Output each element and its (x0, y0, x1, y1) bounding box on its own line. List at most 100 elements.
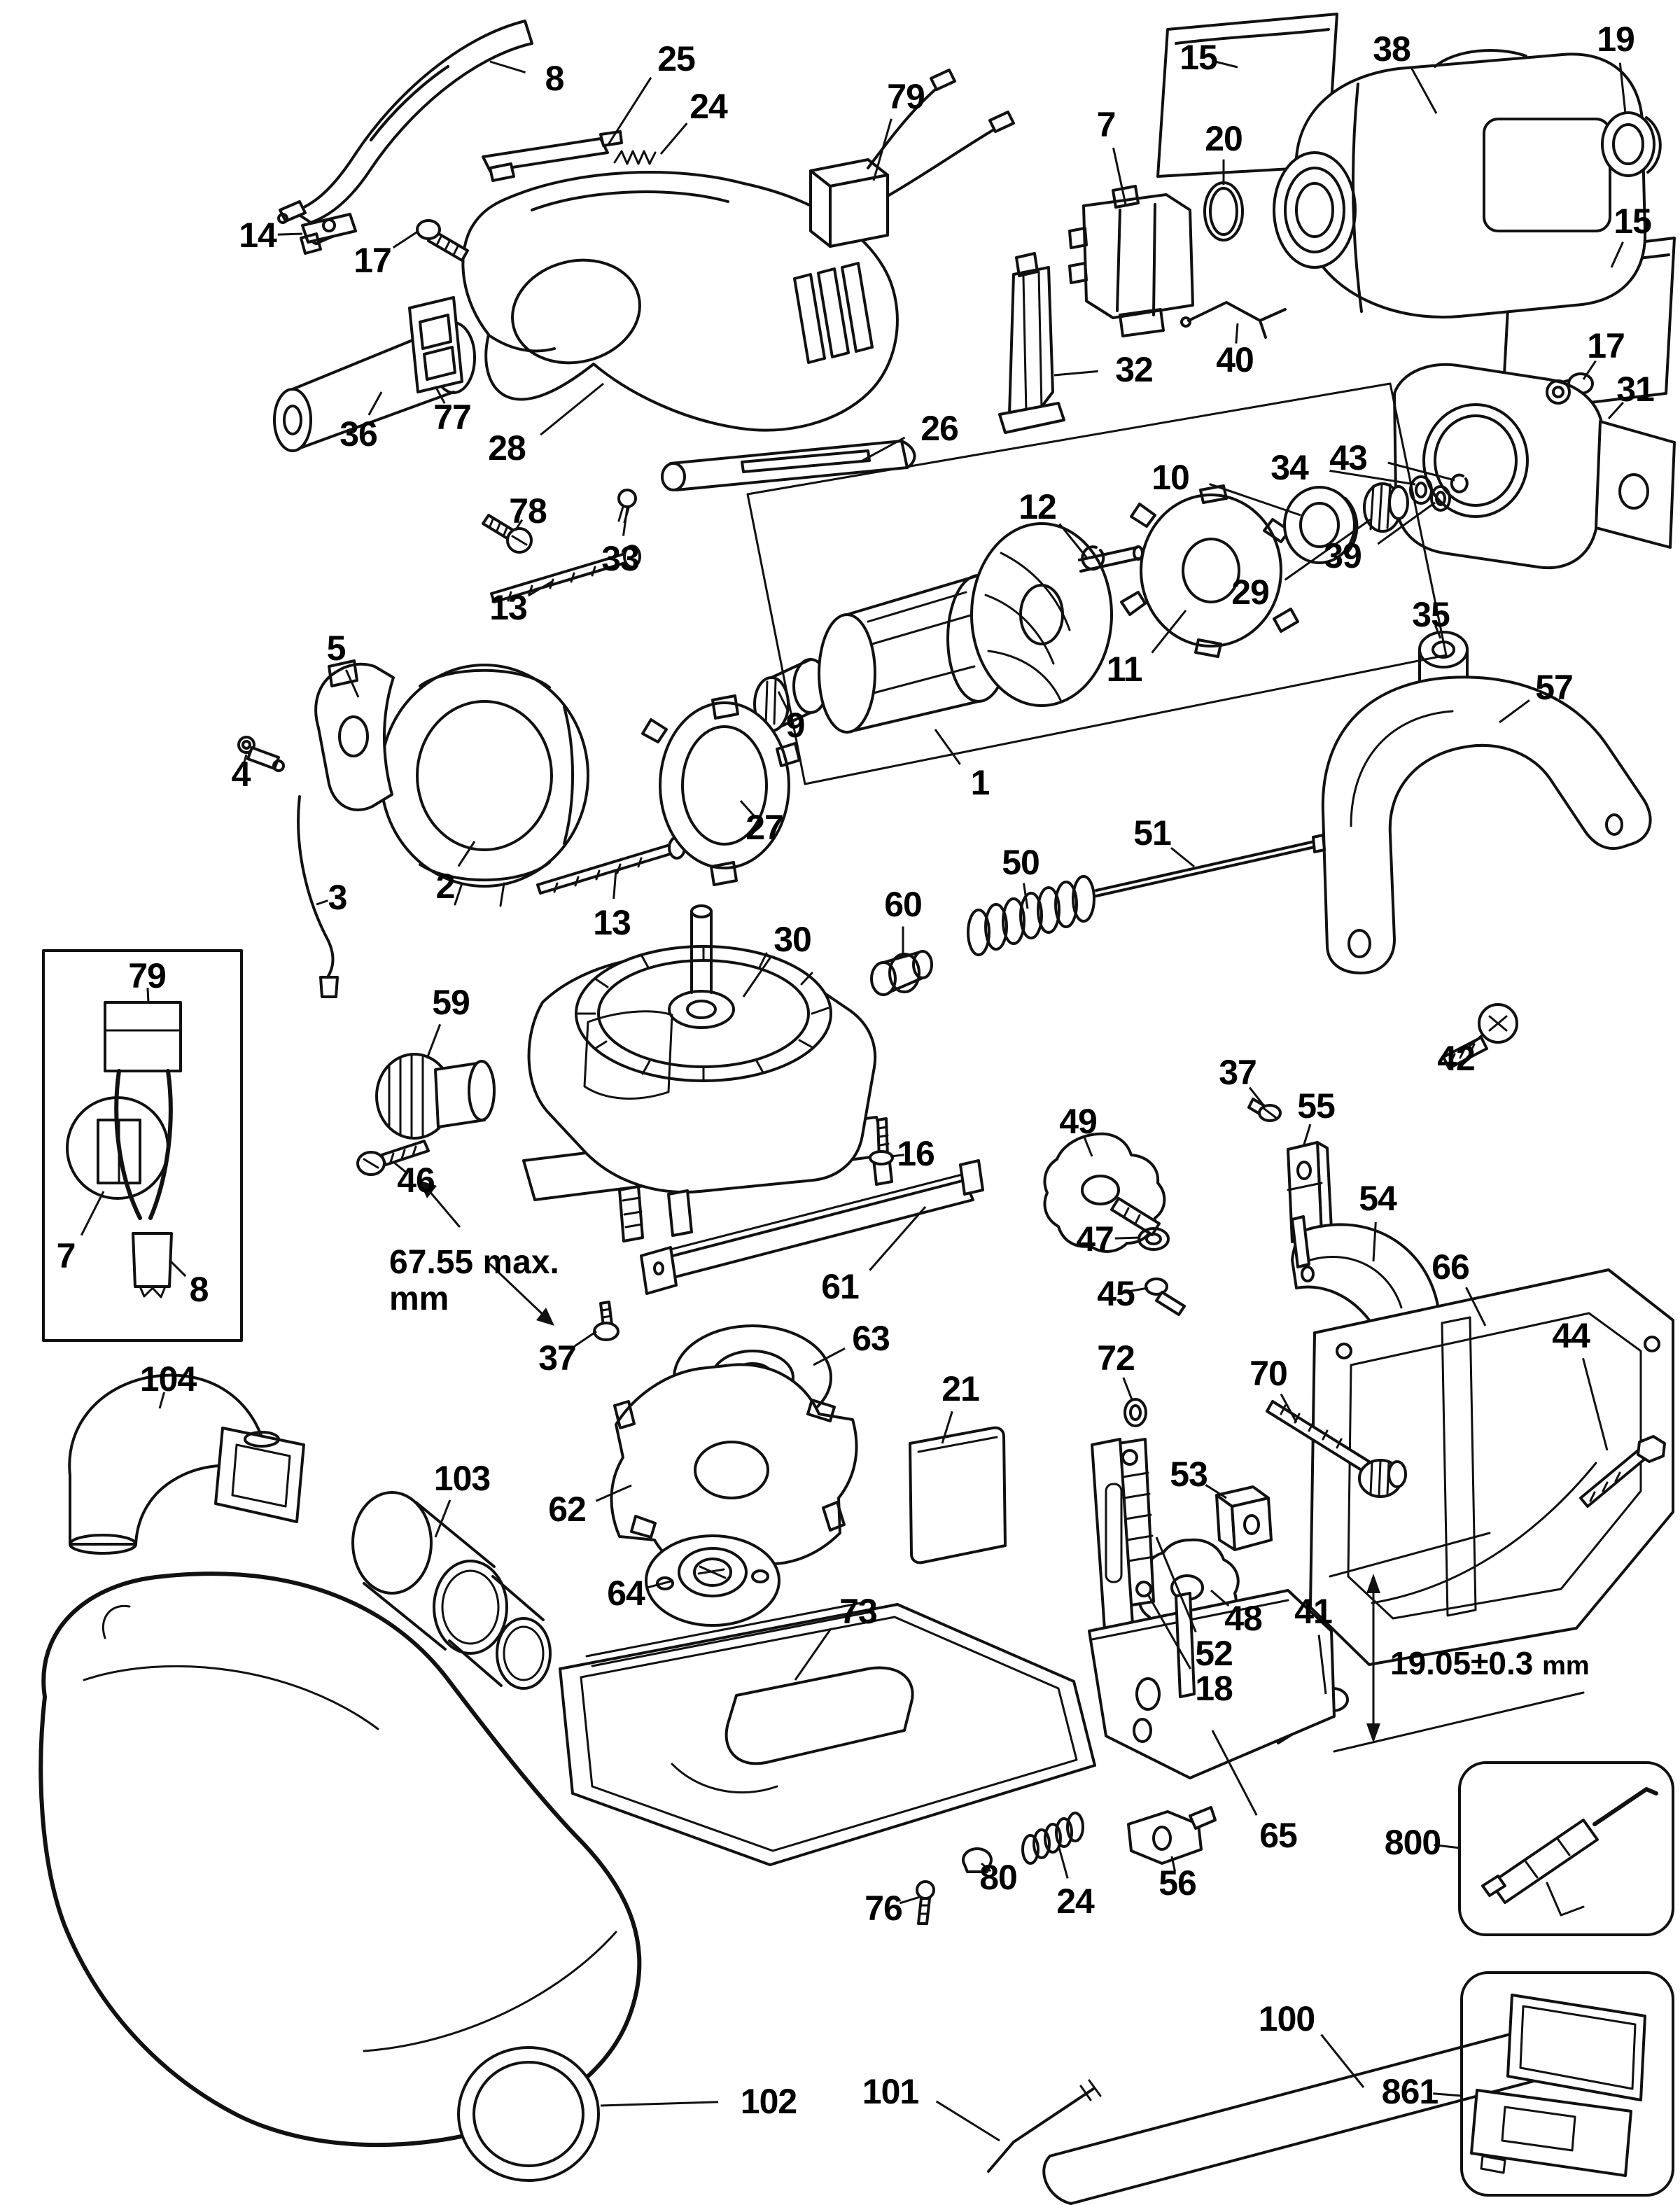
leader-8-cord (489, 60, 526, 74)
leader-63 (813, 1347, 846, 1366)
leader-24-button (659, 122, 688, 155)
max-depth-line1: 67.55 max. (389, 1244, 559, 1281)
callout-56: 56 (1158, 1863, 1197, 1903)
handle-housing-drawing (461, 171, 899, 432)
leader-62 (595, 1484, 632, 1502)
callout-32: 32 (1115, 350, 1154, 389)
leader-4 (242, 754, 248, 766)
leader-7-switch (1112, 147, 1127, 205)
callout-55: 55 (1297, 1086, 1336, 1126)
callout-54: 54 (1359, 1179, 1397, 1218)
leader-65 (1211, 1730, 1258, 1816)
fence-rail-drawing (640, 1159, 984, 1295)
lever-4-drawing (237, 736, 285, 772)
leader-49 (1083, 1136, 1093, 1157)
leader-48 (1210, 1589, 1230, 1607)
screw-78-drawing (482, 514, 533, 554)
leader-53 (1205, 1484, 1227, 1499)
brush-79-drawing (809, 69, 1015, 248)
leader-76 (899, 1896, 920, 1905)
callout-12: 12 (1018, 487, 1057, 526)
callout-8-cord: 8 (545, 59, 565, 98)
callout-14: 14 (239, 216, 277, 255)
leader-1 (934, 729, 961, 765)
leader-41 (1317, 1634, 1327, 1695)
callout-65: 65 (1259, 1816, 1298, 1855)
callout-3: 3 (328, 878, 348, 917)
leader-42 (1467, 1033, 1484, 1049)
callout-77: 77 (433, 398, 472, 437)
callout-52: 52 (1195, 1634, 1233, 1673)
leader-40 (1235, 323, 1239, 344)
leader-80 (981, 1862, 992, 1872)
callout-800: 800 (1384, 1823, 1441, 1862)
callout-76: 76 (864, 1889, 903, 1928)
callout-10: 10 (1152, 458, 1190, 497)
callout-5: 5 (326, 629, 346, 668)
hex-key-drawing (987, 2079, 1102, 2173)
pin-51-drawing (1095, 834, 1326, 897)
motor-drawing (1273, 49, 1647, 318)
leader-54 (1372, 1222, 1377, 1262)
fence-height-unit: mm (1542, 1651, 1590, 1681)
callout-64: 64 (607, 1574, 645, 1613)
leader-66 (1465, 1287, 1487, 1326)
callout-79-inset: 79 (128, 956, 167, 995)
elbow-104-drawing (68, 1373, 305, 1555)
callout-42: 42 (1437, 1039, 1476, 1078)
callout-100: 100 (1258, 1999, 1315, 2038)
dust-bag-drawing (38, 1572, 642, 2182)
screw-76-drawing (916, 1880, 935, 1925)
callout-16: 16 (897, 1134, 935, 1173)
leader-17-left (392, 230, 419, 249)
leader-43 (1387, 461, 1455, 482)
leader-51 (1170, 847, 1195, 868)
callout-37-left: 37 (538, 1338, 577, 1378)
leader-39 (1377, 501, 1436, 545)
leader-10 (1209, 483, 1301, 517)
leader-73 (794, 1628, 832, 1681)
callout-40: 40 (1216, 340, 1254, 379)
washer-39-drawing (1430, 485, 1451, 512)
leader-2 (457, 841, 476, 867)
callout-103: 103 (433, 1459, 491, 1498)
callout-70: 70 (1250, 1354, 1288, 1393)
leader-12 (1058, 523, 1088, 558)
callout-35: 35 (1412, 595, 1450, 634)
leader-61 (869, 1206, 927, 1271)
leader-52 (1155, 1536, 1197, 1633)
callout-59: 59 (432, 983, 470, 1022)
callout-46: 46 (397, 1161, 435, 1200)
callout-33: 33 (601, 539, 640, 578)
leader-57 (1499, 699, 1530, 724)
screw-17-left-drawing (416, 219, 469, 262)
angle-base-drawing (1088, 1438, 1336, 1779)
spring-50-drawing (967, 875, 1096, 956)
max-depth-annotation: 67.55 max. mm (389, 1245, 559, 1317)
leader-101 (935, 2100, 1000, 2142)
baffle-27-drawing (641, 694, 801, 886)
callout-104: 104 (139, 1359, 197, 1399)
leader-103 (434, 1499, 451, 1538)
leader-34 (1329, 470, 1416, 486)
callout-31: 31 (1616, 370, 1655, 409)
callout-45: 45 (1097, 1274, 1135, 1313)
leader-55 (1302, 1124, 1312, 1147)
fence-dimension-arrows (1329, 1532, 1585, 1753)
leader-15-lower (1610, 241, 1624, 268)
callout-7-switch: 7 (1096, 105, 1116, 144)
bail-handle-drawing (1321, 676, 1652, 974)
leader-27 (739, 799, 755, 816)
washer-34-drawing (1409, 475, 1433, 505)
wiring-inset-drawing (42, 949, 243, 1342)
callout-24-spring: 24 (1056, 1882, 1095, 1921)
max-depth-line2: mm (389, 1280, 449, 1317)
callout-13-lower: 13 (593, 903, 631, 942)
callout-60: 60 (884, 885, 923, 924)
screw-46-drawing (356, 1140, 430, 1176)
bracket-32-drawing (998, 252, 1065, 434)
callout-34: 34 (1270, 448, 1309, 487)
leader-21 (941, 1410, 953, 1444)
callout-30: 30 (774, 920, 812, 959)
